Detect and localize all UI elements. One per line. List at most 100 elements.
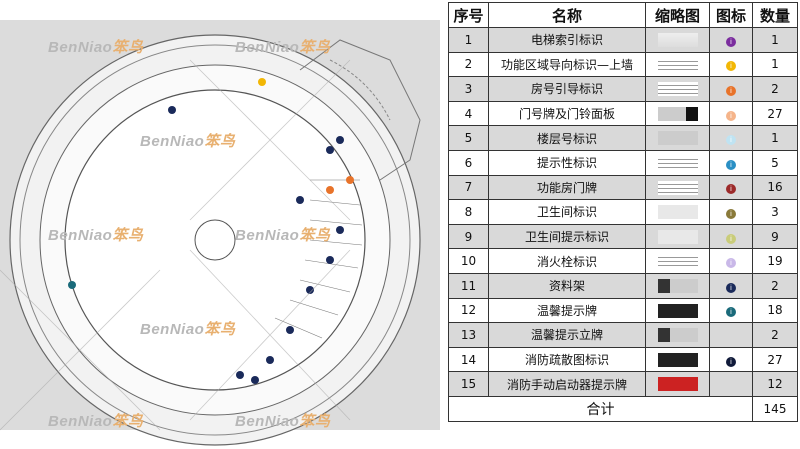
row-no: 8 — [448, 199, 489, 225]
watermark: BenNiao笨鸟 — [48, 413, 144, 430]
marker-icon: i — [726, 282, 736, 293]
row-name: 楼层号标识 — [488, 125, 646, 151]
sign-thumbnail-image — [657, 82, 698, 97]
marker-icon: i — [726, 135, 736, 146]
sign-thumbnail-image — [657, 352, 698, 367]
table-row: 3 房号引导标识 i 2 — [448, 76, 798, 102]
row-no: 13 — [448, 322, 489, 348]
watermark: BenNiao笨鸟 — [235, 39, 331, 56]
watermark: BenNiao笨鸟 — [140, 321, 236, 338]
row-qty: 27 — [752, 346, 798, 373]
row-icon: i — [709, 149, 753, 176]
table-row: 9 卫生间提示标识 i 9 — [448, 223, 798, 250]
sign-thumbnail-image — [657, 33, 698, 48]
marker-icon: i — [726, 356, 736, 367]
watermark: BenNiao笨鸟 — [140, 133, 236, 150]
row-icon: i — [709, 174, 753, 201]
row-name: 门号牌及门铃面板 — [488, 100, 646, 127]
marker-icon: i — [726, 233, 736, 244]
row-no: 15 — [448, 371, 489, 397]
row-no: 10 — [448, 248, 489, 274]
sign-thumbnail-image — [657, 131, 698, 146]
marker-icon: i — [726, 307, 736, 318]
marker-icon: i — [726, 85, 736, 96]
header-thumbnail: 缩略图 — [645, 2, 710, 28]
row-name: 电梯索引标识 — [488, 27, 646, 53]
row-thumbnail — [645, 371, 710, 397]
sign-thumbnail-image — [657, 377, 698, 392]
row-qty: 1 — [752, 51, 798, 78]
header-name: 名称 — [488, 2, 646, 28]
row-no: 6 — [448, 149, 489, 176]
sign-thumbnail-image — [657, 229, 698, 244]
table-row: 5 楼层号标识 i 1 — [448, 125, 798, 151]
table-row: 14 消防疏散图标识 i 27 — [448, 346, 798, 373]
row-icon: i — [709, 125, 753, 151]
marker-icon: i — [726, 208, 736, 219]
row-thumbnail — [645, 174, 710, 201]
table-row: 12 温馨提示牌 i 18 — [448, 297, 798, 324]
table-row: 6 提示性标识 i 5 — [448, 149, 798, 176]
sign-thumbnail-image — [657, 303, 698, 318]
row-name: 卫生间提示标识 — [488, 223, 646, 250]
row-icon: i — [709, 346, 753, 373]
row-icon: i — [709, 199, 753, 225]
row-no: 4 — [448, 100, 489, 127]
row-thumbnail — [645, 272, 710, 299]
watermark: BenNiao笨鸟 — [48, 39, 144, 56]
row-name: 功能区域导向标识—上墙 — [488, 51, 646, 78]
row-name: 卫生间标识 — [488, 199, 646, 225]
row-name: 消防手动启动器提示牌 — [488, 371, 646, 397]
row-qty: 27 — [752, 100, 798, 127]
row-thumbnail — [645, 199, 710, 225]
row-qty: 3 — [752, 199, 798, 225]
floor-plan: BenNiao笨鸟 BenNiao笨鸟 BenNiao笨鸟 BenNiao笨鸟 … — [0, 20, 440, 446]
watermark: BenNiao笨鸟 — [235, 227, 331, 244]
row-qty: 9 — [752, 223, 798, 250]
row-qty: 5 — [752, 149, 798, 176]
row-thumbnail — [645, 297, 710, 324]
table-header: 序号 名称 缩略图 图标 数量 — [448, 2, 798, 28]
row-icon: i — [709, 100, 753, 127]
row-thumbnail — [645, 322, 710, 348]
row-qty: 18 — [752, 297, 798, 324]
sign-thumbnail-image — [657, 57, 698, 72]
marker-icon: i — [726, 61, 736, 72]
row-no: 11 — [448, 272, 489, 299]
row-name: 消火栓标识 — [488, 248, 646, 274]
row-icon: i — [709, 76, 753, 102]
marker-icon: i — [726, 258, 736, 269]
row-name: 资料架 — [488, 272, 646, 299]
row-name: 功能房门牌 — [488, 174, 646, 201]
row-no: 12 — [448, 297, 489, 324]
row-qty: 19 — [752, 248, 798, 274]
watermark: BenNiao笨鸟 — [235, 413, 331, 430]
row-icon: i — [709, 272, 753, 299]
row-thumbnail — [645, 51, 710, 78]
row-icon — [709, 371, 753, 397]
row-qty: 1 — [752, 125, 798, 151]
marker-icon: i — [726, 184, 736, 195]
row-icon: i — [709, 27, 753, 53]
table-row: 11 资料架 i 2 — [448, 272, 798, 299]
row-qty: 1 — [752, 27, 798, 53]
row-icon: i — [709, 297, 753, 324]
row-name: 房号引导标识 — [488, 76, 646, 102]
sign-thumbnail-image — [657, 205, 698, 220]
table-row: 8 卫生间标识 i 3 — [448, 199, 798, 225]
row-name: 提示性标识 — [488, 149, 646, 176]
marker-icon: i — [726, 159, 736, 170]
row-thumbnail — [645, 125, 710, 151]
row-thumbnail — [645, 76, 710, 102]
table-row: 13 温馨提示立牌 2 — [448, 322, 798, 348]
row-thumbnail — [645, 223, 710, 250]
row-qty: 2 — [752, 76, 798, 102]
sign-thumbnail-image — [657, 106, 698, 121]
row-name: 温馨提示牌 — [488, 297, 646, 324]
row-thumbnail — [645, 149, 710, 176]
row-thumbnail — [645, 100, 710, 127]
table-row: 15 消防手动启动器提示牌 12 — [448, 371, 798, 397]
header-no: 序号 — [448, 2, 489, 28]
row-thumbnail — [645, 27, 710, 53]
